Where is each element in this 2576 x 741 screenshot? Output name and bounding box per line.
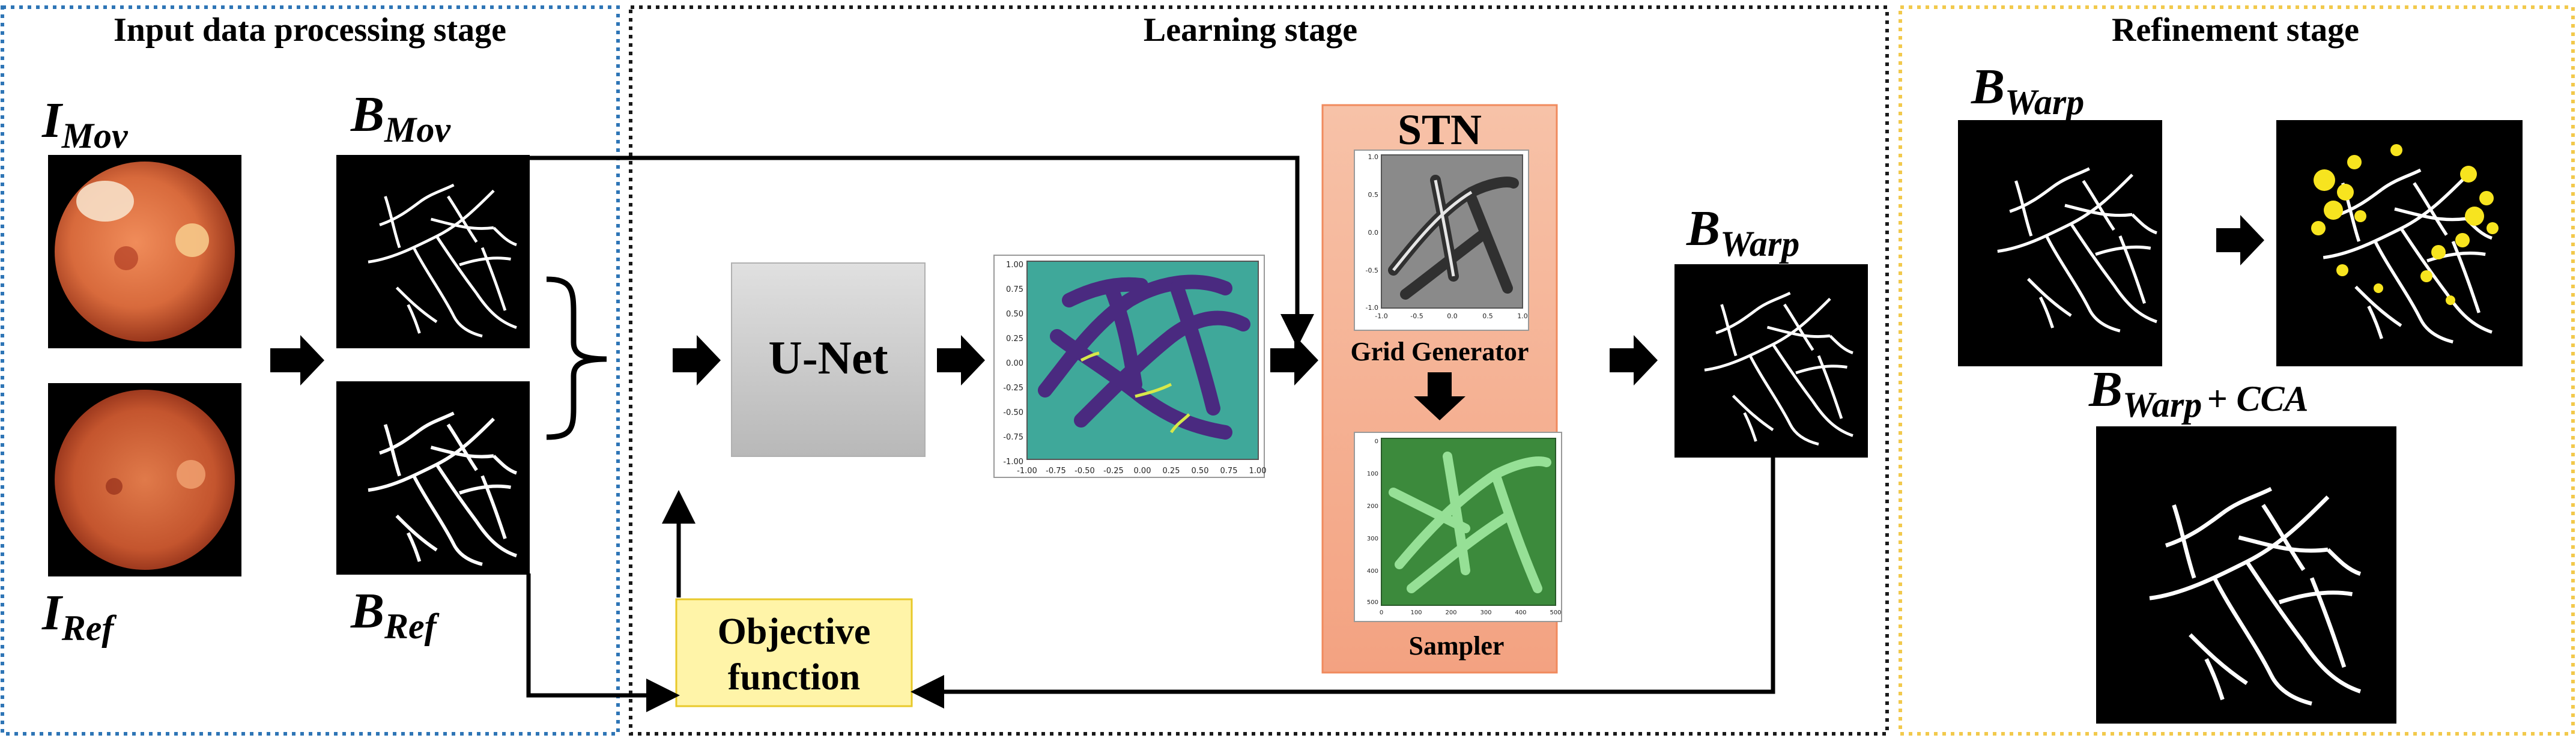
svg-text:-1.0: -1.0 [1366,304,1378,312]
block-arrow-unet-to-field [937,335,985,386]
svg-text:0.0: 0.0 [1447,312,1458,320]
block-arrow-field-to-stn [1270,335,1318,386]
svg-text:-1.0: -1.0 [1375,312,1387,320]
svg-text:500: 500 [1367,599,1378,606]
connector-bwarp-to-objective [911,458,1775,709]
i-mov-fundus [55,162,235,342]
stn-title: STN [1398,106,1482,154]
grid-highlight-pattern [1392,180,1473,277]
connector-bmov-to-stn [530,156,1314,348]
b-warp-refine-label: BWarp [1971,59,2084,122]
grid-generator-plot: -1.0 -0.5 0.0 0.5 1.0 1.0 0.5 0.0 -0.5 -… [1354,150,1529,331]
field-x-ticks: -1.00 -0.75 -0.50 -0.25 0.00 0.25 0.50 0… [1017,467,1266,476]
deformation-field-plot: -1.00 -0.75 -0.50 -0.25 0.00 0.25 0.50 0… [993,255,1266,478]
svg-text:-0.75: -0.75 [1046,467,1066,476]
i-mov-label: IMov [41,92,129,156]
b-warp-cca-label: BWarp+ CCA [2088,361,2309,425]
i-ref-lesion [106,478,123,495]
b-ref-label: BRef [350,583,440,646]
i-ref-fundus [55,390,235,570]
svg-text:400: 400 [1367,568,1378,575]
svg-text:0.5: 0.5 [1368,191,1379,199]
grid-y-ticks: 1.0 0.5 0.0 -0.5 -1.0 [1366,153,1378,312]
svg-text:-0.50: -0.50 [1074,467,1095,476]
i-ref-optic-disc [177,460,205,489]
i-ref-label: IRef [41,585,117,648]
sampler-vessel-pattern [1389,452,1551,593]
block-arrow-grid-to-sampler [1414,372,1465,420]
svg-text:0.00: 0.00 [1134,467,1151,476]
refinement-stage-frame [1899,5,2575,736]
svg-text:0.0: 0.0 [1368,229,1379,237]
sampler-label: Sampler [1409,631,1505,661]
svg-text:-1.00: -1.00 [1017,467,1037,476]
sampler-plot: 0 100 200 300 400 500 0 100 200 300 400 … [1354,432,1562,622]
input-stage-frame [1,5,620,736]
i-mov-optic-disc [175,223,209,257]
b-mov-label: BMov [350,86,451,150]
highlighted-spots [2311,144,2499,305]
svg-text:0.50: 0.50 [1192,467,1209,476]
svg-text:-1.00: -1.00 [1003,458,1023,467]
i-mov-glare [76,181,134,222]
svg-text:0.75: 0.75 [1220,467,1238,476]
sampler-y-ticks: 0 100 200 300 400 500 [1367,438,1378,606]
svg-text:-0.50: -0.50 [1003,408,1023,417]
svg-text:0.25: 0.25 [1163,467,1180,476]
svg-text:300: 300 [1480,609,1491,616]
svg-text:0: 0 [1380,609,1383,616]
unet-label: U-Net [768,331,888,384]
block-arrow-into-unet [673,335,721,386]
b-warp-refine-image [1958,120,2162,366]
svg-text:0: 0 [1375,438,1378,445]
svg-text:-0.25: -0.25 [1003,384,1023,393]
svg-text:1.00: 1.00 [1006,261,1023,270]
b-ref-image [336,381,530,575]
grid-x-ticks: -1.0 -0.5 0.0 0.5 1.0 [1375,312,1527,320]
svg-text:-0.5: -0.5 [1410,312,1423,320]
connector-bref-to-objective [526,573,680,712]
svg-text:500: 500 [1550,609,1561,616]
svg-text:0.00: 0.00 [1006,359,1023,368]
refinement-stage-title: Refinement stage [2112,11,2359,49]
brace-combine [546,276,607,440]
field-highlights [1080,351,1190,434]
grid-generator-label: Grid Generator [1351,337,1529,366]
svg-text:-0.75: -0.75 [1003,433,1023,442]
svg-text:-0.25: -0.25 [1103,467,1124,476]
svg-text:1.0: 1.0 [1368,153,1379,161]
field-y-ticks: 1.00 0.75 0.50 0.25 0.00 -0.25 -0.50 -0.… [1003,261,1023,467]
unet-block [731,262,926,457]
svg-text:300: 300 [1367,536,1378,542]
b-warp-cca-image [2096,426,2396,724]
learning-stage-title: Learning stage [1144,11,1357,49]
objective-function-block [675,598,913,707]
svg-text:200: 200 [1445,609,1456,616]
input-stage-title: Input data processing stage [114,11,506,49]
svg-text:200: 200 [1367,503,1378,510]
block-arrow-stn-to-bwarp [1610,335,1658,386]
block-arrow-fundus-to-binary [270,335,324,386]
objective-label-line1: Objective [718,611,871,652]
svg-text:100: 100 [1410,609,1422,616]
svg-text:-0.5: -0.5 [1366,267,1378,274]
svg-text:0.50: 0.50 [1006,310,1023,319]
svg-text:100: 100 [1367,471,1378,477]
svg-text:1.0: 1.0 [1517,312,1528,320]
b-warp-label: BWarp [1686,201,1799,264]
svg-text:0.75: 0.75 [1006,285,1023,294]
objective-label-line2: function [728,657,860,698]
svg-text:1.00: 1.00 [1249,467,1267,476]
svg-text:0.25: 0.25 [1006,334,1023,343]
i-mov-lesion [114,246,138,270]
svg-text:400: 400 [1515,609,1526,616]
svg-text:0.5: 0.5 [1482,312,1493,320]
block-arrow-refine [2216,215,2264,265]
sampler-x-ticks: 0 100 200 300 400 500 [1380,609,1562,616]
